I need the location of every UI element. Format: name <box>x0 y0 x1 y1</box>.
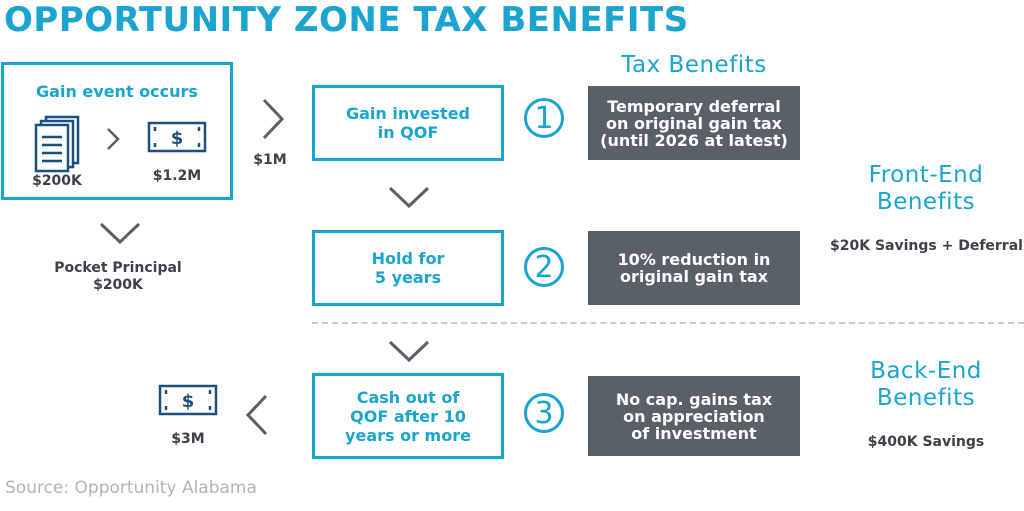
section-divider <box>312 322 1024 324</box>
step-2-number: 2 <box>524 247 564 287</box>
benefit-2-line1: 10% reduction in <box>617 250 771 269</box>
front-end-heading: Front-End Benefits <box>836 162 1016 216</box>
chevron-down-icon <box>99 222 141 245</box>
step-3-line3: years or more <box>345 425 471 445</box>
document-stack-icon <box>34 115 80 173</box>
benefit-1-box: Temporary deferral on original gain tax … <box>588 86 800 160</box>
benefit-1-line2: on original gain tax <box>606 113 782 133</box>
pocket-line2: $200K <box>93 277 143 293</box>
money-bill-icon: $ <box>158 384 218 416</box>
step-1-line2: in QOF <box>377 123 439 142</box>
step-3-number: 3 <box>524 393 564 433</box>
back-end-savings: $400K Savings <box>867 434 985 450</box>
cash-out-amount: $3M <box>171 431 205 447</box>
step-1-box: Gain invested in QOF <box>312 85 504 161</box>
front-end-line1: Front-End <box>868 162 984 188</box>
chevron-down-icon <box>388 340 430 363</box>
step-3-line2: QOF after 10 <box>350 406 466 426</box>
pocket-principal-label: Pocket Principal $200K <box>40 260 196 294</box>
source-note: Source: Opportunity Alabama <box>5 478 257 498</box>
chevron-right-icon <box>107 128 120 150</box>
benefit-3-line2: on appreciation <box>623 406 765 426</box>
chevron-down-icon <box>388 186 430 209</box>
front-end-savings: $20K Savings + Deferral <box>830 238 1023 254</box>
step-1-number: 1 <box>524 98 564 138</box>
invest-amount: $1M <box>253 152 287 168</box>
pocket-line1: Pocket Principal <box>54 260 182 276</box>
back-end-heading: Back-End Benefits <box>836 358 1016 412</box>
benefit-3-line3: of investment <box>631 423 757 443</box>
money-bill-icon: $ <box>147 121 207 153</box>
step-3-box: Cash out of QOF after 10 years or more <box>312 373 504 459</box>
step-2-line1: Hold for <box>371 249 445 268</box>
step-3-line1: Cash out of <box>356 387 460 407</box>
tax-benefits-heading: Tax Benefits <box>621 52 767 78</box>
benefit-3-box: No cap. gains tax on appreciation of inv… <box>588 376 800 456</box>
benefit-3-line1: No cap. gains tax <box>615 389 773 409</box>
gain-right-amount: $1.2M <box>152 168 202 184</box>
gain-event-heading: Gain event occurs <box>36 82 198 101</box>
svg-text:$: $ <box>182 391 195 412</box>
chevron-right-icon <box>262 98 285 140</box>
benefit-2-line2: original gain tax <box>619 267 768 286</box>
back-end-line1: Back-End <box>870 358 982 384</box>
gain-left-amount: $200K <box>32 173 82 189</box>
benefit-1-line3: (until 2026 at latest) <box>600 130 788 150</box>
step-1-line1: Gain invested <box>345 104 470 123</box>
page-title: OPPORTUNITY ZONE TAX BENEFITS <box>4 0 689 40</box>
back-end-line2: Benefits <box>876 385 976 411</box>
front-end-line2: Benefits <box>876 189 976 215</box>
benefit-2-box: 10% reduction in original gain tax <box>588 231 800 305</box>
gain-event-box: Gain event occurs $ $200K $1.2M <box>1 62 233 200</box>
svg-text:$: $ <box>171 128 184 149</box>
chevron-left-icon <box>245 394 268 436</box>
benefit-1-line1: Temporary deferral <box>607 96 781 116</box>
step-2-box: Hold for 5 years <box>312 230 504 306</box>
step-2-line2: 5 years <box>374 268 442 287</box>
